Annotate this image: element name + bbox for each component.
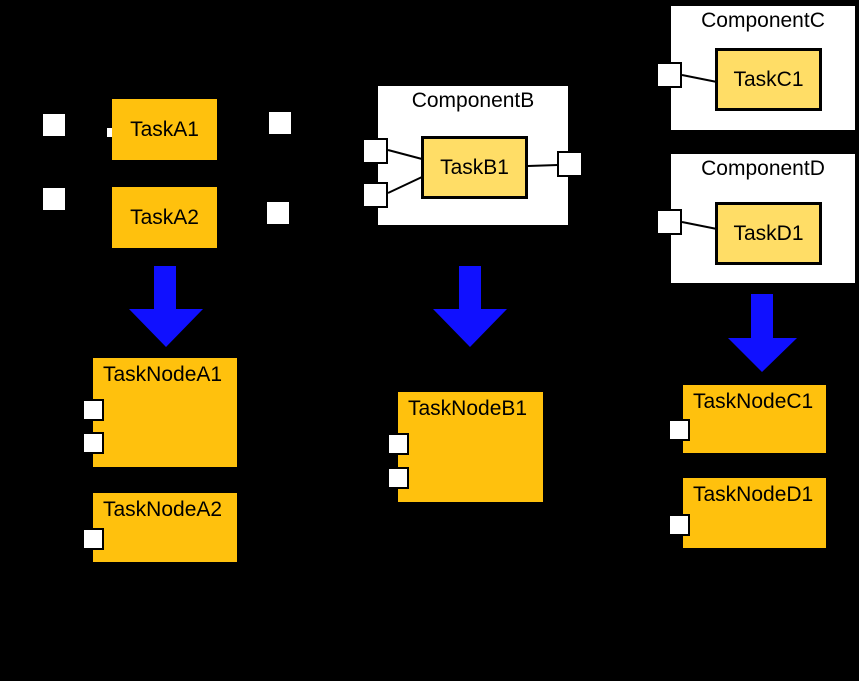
task-c1-box: TaskC1 [715, 48, 822, 111]
arrow-down-cd [728, 294, 797, 372]
tasknode-a1-box: TaskNodeA1 [93, 358, 237, 467]
tasknode-a2-box: TaskNodeA2 [93, 493, 237, 562]
arrow-down-a [129, 266, 203, 347]
port-c-left-1 [656, 62, 682, 88]
port-a-right-2 [265, 200, 291, 226]
component-b-title: ComponentB [411, 89, 535, 112]
component-c-title: ComponentC [701, 9, 825, 32]
task-b1-box: TaskB1 [421, 136, 528, 199]
task-a1-box: TaskA1 [112, 99, 217, 160]
port-a-left-1 [41, 112, 67, 138]
task-d1-box: TaskD1 [715, 202, 822, 265]
port-a-left-2 [41, 186, 67, 212]
port-b-left-1 [362, 138, 388, 164]
port-nodea2-1 [82, 528, 104, 550]
task-a2-box: TaskA2 [112, 187, 217, 248]
port-a-right-1 [267, 110, 293, 136]
port-nodeb1-1 [387, 433, 409, 455]
port-nodeb1-2 [387, 467, 409, 489]
tasknode-c1-box: TaskNodeC1 [683, 385, 826, 453]
tasknode-b1-box: TaskNodeB1 [398, 392, 543, 502]
tasknode-d1-box: TaskNodeD1 [683, 478, 826, 548]
port-noded1-1 [668, 514, 690, 536]
arrow-down-b [433, 266, 507, 347]
port-nodea1-2 [82, 432, 104, 454]
port-b-left-2 [362, 182, 388, 208]
port-b-right-1 [557, 151, 583, 177]
port-nodec1-1 [668, 419, 690, 441]
component-d-title: ComponentD [701, 157, 825, 180]
port-d-left-1 [656, 209, 682, 235]
port-nodea1-1 [82, 399, 104, 421]
